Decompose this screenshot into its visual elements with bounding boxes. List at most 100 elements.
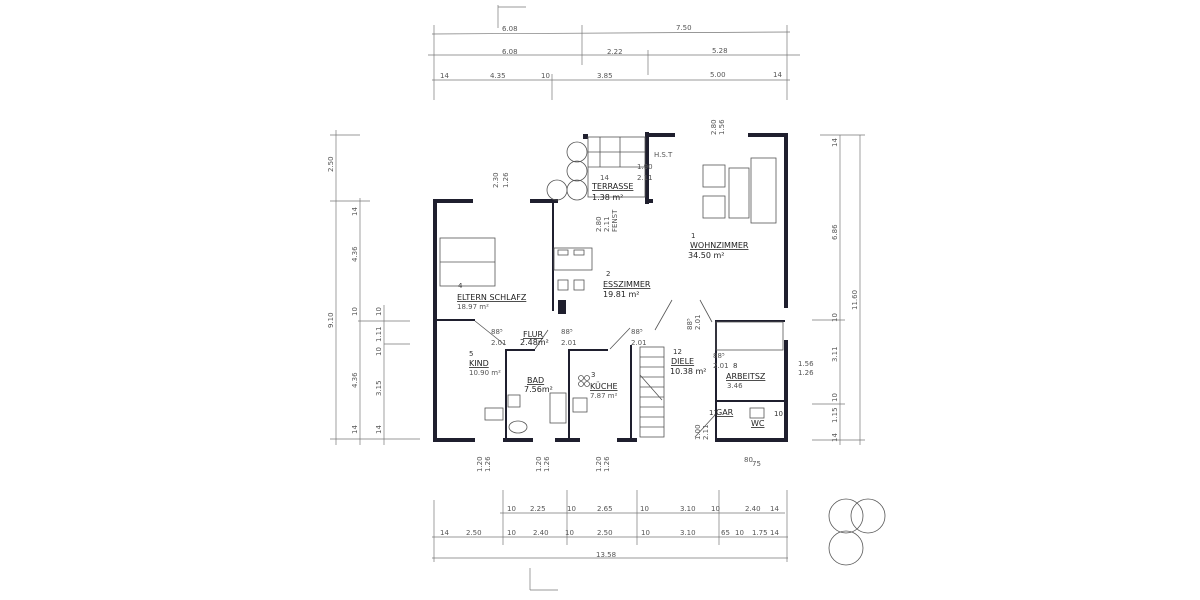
room-name: ARBEITSZ xyxy=(726,372,766,381)
room-number: 4 xyxy=(458,282,463,290)
door-swings xyxy=(474,299,716,438)
hst-label: H.S.T xyxy=(654,151,673,159)
dimension: 2.50 xyxy=(327,156,335,172)
dimension: 5.28 xyxy=(712,47,728,55)
dimension: 10 xyxy=(567,505,576,513)
door-dim: 88⁵ xyxy=(631,328,643,336)
room-area: 2.48m² xyxy=(520,338,549,347)
room-area: 7.56m² xyxy=(524,385,553,394)
room-name: TERRASSE xyxy=(591,182,633,191)
window-dim: 1.20 xyxy=(476,456,484,472)
dimension: 1.75 xyxy=(752,529,768,537)
entry-dim: 2.11 xyxy=(702,424,710,440)
window-dim: 2.80 xyxy=(710,119,718,135)
terrace-steps xyxy=(587,136,646,198)
dimension: 14 xyxy=(770,505,779,513)
door-dim: 2.01 xyxy=(561,339,577,347)
dimension: 14 xyxy=(440,72,449,80)
door-dim: 2.01 xyxy=(631,339,647,347)
side-dimension-lines xyxy=(330,130,865,445)
door-dim: 2.01 xyxy=(491,339,507,347)
window-dim: 2.11 xyxy=(603,216,611,232)
room-name: ESSZIMMER xyxy=(603,280,651,289)
room-number: 3 xyxy=(591,371,595,379)
room-arbeitsz: 8 ARBEITSZ 3.46 xyxy=(726,362,766,390)
room-name: ELTERN SCHLAFZ xyxy=(457,293,527,302)
room-area: 18.97 m² xyxy=(457,303,489,311)
room-number: 2 xyxy=(606,270,610,278)
dimension: 2.22 xyxy=(607,48,623,56)
dimension: 14 xyxy=(375,425,383,434)
shrubs xyxy=(546,141,588,201)
dimension-total: 11.60 xyxy=(851,290,859,310)
room-area: 3.46 xyxy=(727,382,743,390)
door-dim: 88⁵ xyxy=(491,328,503,336)
staircase xyxy=(639,346,665,438)
door-dim: 88⁵ xyxy=(561,328,573,336)
dimension: 3.11 xyxy=(831,346,839,362)
dimension: 6.08 xyxy=(502,25,518,33)
window-dim: 1.26 xyxy=(603,456,611,472)
dimension: 7.50 xyxy=(676,24,692,32)
room-gar: 11 GAR xyxy=(709,408,734,417)
room-area: 10.90 m² xyxy=(469,369,501,377)
window-dim: 1.56 xyxy=(798,360,814,368)
dimension: 5.00 xyxy=(710,71,726,79)
room-name: WOHNZIMMER xyxy=(690,241,749,250)
dimension: 14 xyxy=(770,529,779,537)
dimension: 2.40 xyxy=(745,505,761,513)
dimension: 10 xyxy=(735,529,744,537)
window-dim: 1.26 xyxy=(502,172,510,188)
dimension: 10 xyxy=(831,313,839,322)
room-number: 10 xyxy=(774,410,783,418)
dimension: 4.35 xyxy=(490,72,506,80)
room-number: 11 xyxy=(709,409,718,417)
room-wc: 10 WC xyxy=(751,410,783,428)
entry-dim: 1.00 xyxy=(694,424,702,440)
dimension: 10 xyxy=(565,529,574,537)
dimension: 6.86 xyxy=(831,224,839,240)
room-esszimmer: 2 ESSZIMMER 19.81 m² xyxy=(603,270,651,299)
window-dim: 2.30 xyxy=(492,172,500,188)
room-kind: 5 KIND 10.90 m² xyxy=(469,350,501,377)
dimension: 3.10 xyxy=(680,505,696,513)
north-arrow-circles xyxy=(828,498,886,566)
room-number: 8 xyxy=(733,362,737,370)
room-number: 1 xyxy=(691,232,695,240)
window-dim: 1.56 xyxy=(718,119,726,135)
dimension: 10 xyxy=(640,505,649,513)
room-number: 12 xyxy=(673,348,682,356)
window-dim: FENST xyxy=(611,209,619,232)
window-dim: 1.26 xyxy=(543,456,551,472)
room-name: GAR xyxy=(716,408,734,417)
window-dim: 1.20 xyxy=(595,456,603,472)
window-dim: 2.80 xyxy=(595,216,603,232)
entry-dim: 75 xyxy=(752,460,761,468)
room-name: KÜCHE xyxy=(590,381,618,391)
room-area: 1.38 m² xyxy=(592,193,623,202)
dimension: 2.25 xyxy=(530,505,546,513)
room-diele: 12 DIELE 10.38 m² xyxy=(670,348,706,376)
door-dim: 2.01 xyxy=(694,314,702,330)
dimension: 10 xyxy=(507,505,516,513)
window-dim: 1.20 xyxy=(535,456,543,472)
terrace-width: 1.90 xyxy=(637,163,653,171)
dimension: 14 xyxy=(351,207,359,216)
dimension: 10 xyxy=(541,72,550,80)
dimension: 2.40 xyxy=(533,529,549,537)
dimension: 14 xyxy=(773,71,782,79)
room-terrasse: TERRASSE 1.38 m² xyxy=(591,182,633,202)
dimension-total: 13.58 xyxy=(596,551,616,559)
dimension: 14 xyxy=(831,433,839,442)
dimension: 3.10 xyxy=(680,529,696,537)
bottom-dimension-lines xyxy=(432,490,788,591)
interior-walls xyxy=(435,201,785,440)
dimension: 4.36 xyxy=(351,246,359,262)
room-name: DIELE xyxy=(671,357,694,366)
right-dimensions: 14 6.86 10 3.11 10 1.15 14 11.60 xyxy=(831,138,859,442)
door-dim: 88⁵ xyxy=(686,318,694,330)
room-number: 5 xyxy=(469,350,473,358)
room-wohnzimmer: 1 WOHNZIMMER 34.50 m² xyxy=(688,232,749,260)
window-dim: 1.26 xyxy=(484,456,492,472)
entry-dim: 80 xyxy=(744,456,753,464)
